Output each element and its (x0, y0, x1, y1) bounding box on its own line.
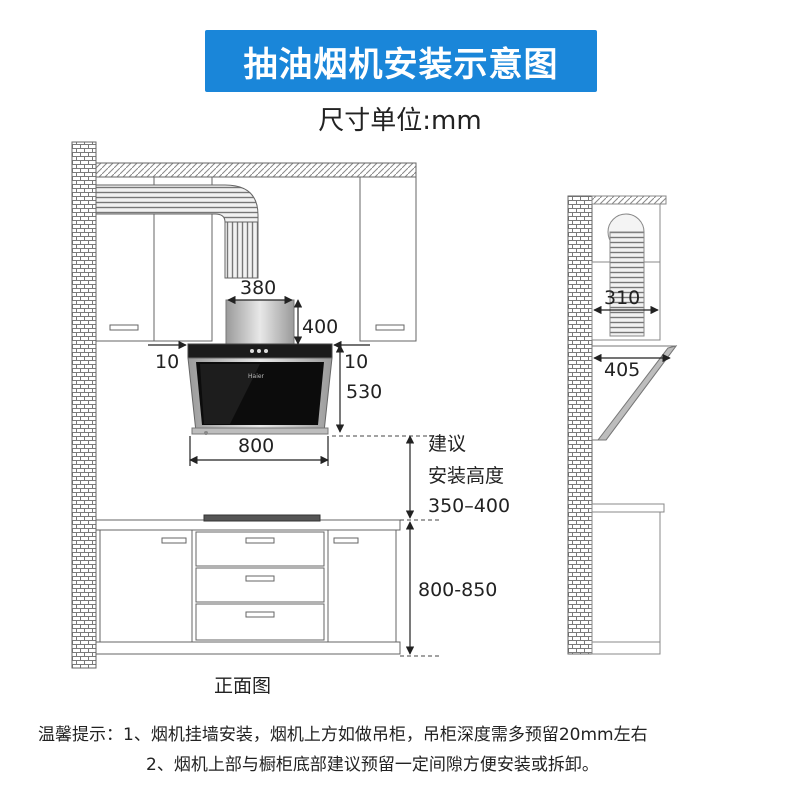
wall-cabinet-right (359, 176, 417, 342)
dim-hood-width: 800 (238, 435, 274, 457)
brick-wall (71, 141, 97, 669)
title-banner: 抽油烟机安装示意图 (205, 30, 597, 92)
install-height-label: 建议 (428, 433, 466, 455)
dim-cabinet-height: 800-850 (418, 579, 497, 601)
drawer (195, 603, 325, 641)
install-height-label: 安装高度 (428, 465, 504, 487)
drawer-handle (245, 537, 275, 544)
hood-light (204, 431, 208, 435)
page-title: 抽油烟机安装示意图 (243, 44, 559, 85)
tip-line-1: 温馨提示：1、烟机挂墙安装，烟机上方如做吊柜，吊柜深度需多预留20mm左右 (38, 720, 648, 750)
front-view-caption: 正面图 (214, 675, 271, 697)
brand-logo: Haier (248, 373, 265, 380)
dim-duct-height: 400 (302, 316, 338, 338)
control-button (250, 349, 254, 353)
control-button (264, 349, 268, 353)
side-dimension-lines (593, 305, 671, 363)
extension-lines (332, 435, 440, 657)
drawer (195, 531, 325, 567)
side-hood-glass (596, 345, 678, 441)
side-plinth (591, 641, 661, 655)
hood-glass-reflection (200, 364, 260, 424)
hood-chimney (225, 299, 295, 345)
side-base-cabinet (591, 511, 661, 643)
dim-gap-left: 10 (155, 351, 179, 373)
hood-bottom-trim (191, 427, 329, 435)
drawer (195, 567, 325, 603)
tip-prefix: 温馨提示： (38, 725, 123, 745)
side-duct (609, 231, 645, 337)
cooktop (203, 514, 321, 522)
dimension-lines (148, 295, 415, 655)
side-ceiling (591, 195, 667, 205)
tip-text-2: 2、烟机上部与橱柜底部建议预留一定间隙方便安装或拆卸。 (146, 755, 599, 775)
drawer-handle (245, 611, 275, 618)
control-button (257, 349, 261, 353)
tip-text-1: 1、烟机挂墙安装，烟机上方如做吊柜，吊柜深度需多预留20mm左右 (123, 725, 648, 745)
dim-gap-right: 10 (344, 351, 368, 373)
side-brick-wall (567, 195, 593, 655)
door-handle (333, 537, 359, 544)
door-handle (161, 537, 187, 544)
dim-hood-height: 530 (346, 381, 382, 403)
side-countertop (591, 503, 665, 513)
install-height-value: 350–400 (428, 495, 510, 517)
cabinet-handle (109, 324, 139, 331)
tip-line-2: 2、烟机上部与橱柜底部建议预留一定间隙方便安装或拆卸。 (38, 750, 648, 780)
unit-label: 尺寸单位:mm (318, 106, 482, 136)
dim-side-hood-depth: 405 (604, 359, 640, 381)
cabinet-handle (375, 324, 405, 331)
ceiling (95, 162, 417, 178)
cabinet-plinth (95, 641, 401, 655)
tip-note: 温馨提示：1、烟机挂墙安装，烟机上方如做吊柜，吊柜深度需多预留20mm左右 2、… (38, 720, 648, 780)
dim-side-duct-depth: 310 (604, 287, 640, 309)
dim-duct-width: 380 (240, 277, 276, 299)
drawer-handle (245, 575, 275, 582)
exhaust-duct-vertical (224, 221, 259, 279)
